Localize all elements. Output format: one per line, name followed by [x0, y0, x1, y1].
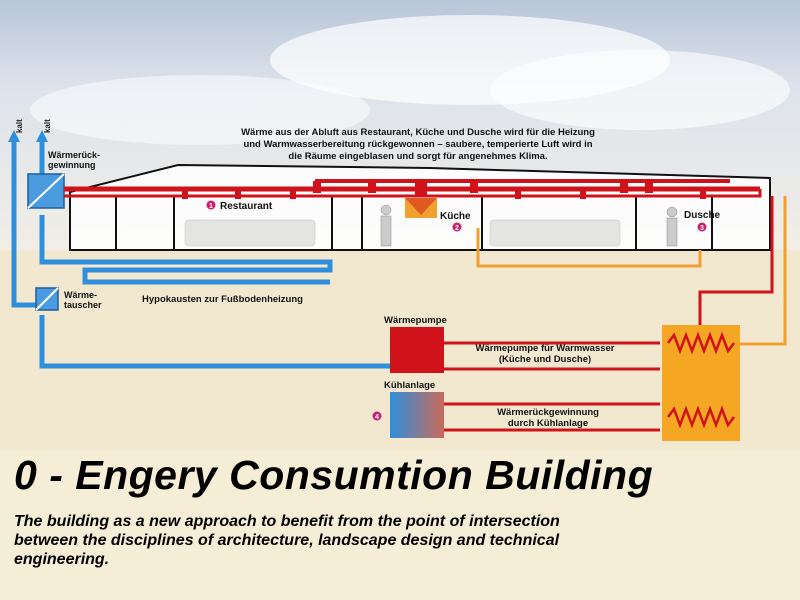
duct-outlets [182, 181, 706, 199]
tank-coil-top [667, 331, 735, 355]
kalt-label-2: kalt [43, 119, 52, 133]
room-label-shower: Dusche [684, 210, 721, 221]
room-number-kitchen: 2 [455, 225, 459, 232]
cloud [30, 75, 370, 145]
cooling-unit [390, 392, 444, 438]
heat-exchanger-label-2: tauscher [64, 300, 102, 310]
cooling-label: Kühlanlage [384, 380, 435, 391]
cooling-marker [372, 411, 382, 421]
heat-pump-desc-2: (Küche und Dusche) [499, 354, 591, 365]
room-number-shower: 3 [700, 225, 704, 232]
cooling-number: 4 [375, 414, 379, 421]
hot-supply-line [698, 196, 774, 325]
hypocaust-label: Hypokausten zur Fußbodenheizung [142, 294, 303, 305]
caption-text: The building as a new approach to benefi… [14, 513, 560, 568]
room-label-kitchen: Küche [440, 211, 471, 222]
cooling-desc-2: durch Kühlanlage [508, 418, 588, 429]
heat-pump-label: Wärmepumpe [384, 315, 447, 326]
room-marker-restaurant [206, 200, 216, 210]
room-number-restaurant: 1 [209, 203, 213, 210]
heat-exchanger-label-1: Wärme- [64, 290, 97, 300]
heat-pump-unit [390, 327, 444, 373]
cooling-desc-1: Wärmerückgewinnung [497, 407, 599, 418]
people-silhouettes [184, 204, 678, 247]
warm-water-lines [476, 196, 787, 346]
heat-pump-desc-1: Wärmepumpe für Warmwasser [475, 343, 614, 354]
cold-arrow-icons [8, 130, 48, 142]
room-marker-shower [697, 222, 707, 232]
heat-recovery-label-1: Wärmerück- [48, 150, 100, 160]
cloud [490, 50, 790, 130]
heat-recovery-label-2: gewinnung [48, 160, 96, 170]
caption-area [0, 450, 800, 600]
caption-title: 0 - Engery Consumtion Building [14, 452, 654, 498]
room-label-restaurant: Restaurant [220, 201, 273, 212]
description-line-1: Wärme aus der Abluft aus Restaurant, Küc… [241, 127, 595, 138]
room-marker-kitchen [452, 222, 462, 232]
kalt-label-1: kalt [15, 119, 24, 133]
energy-flow-diagram: kalt kalt Wärmerück- gewinnung Wärme- ta… [0, 0, 800, 441]
description-line-2: und Warmwasserbereitung rückgewonnen – s… [243, 139, 592, 150]
tank-coil-bottom [667, 405, 735, 429]
description-line-3: die Räume eingeblasen und sorgt für ange… [288, 151, 547, 162]
